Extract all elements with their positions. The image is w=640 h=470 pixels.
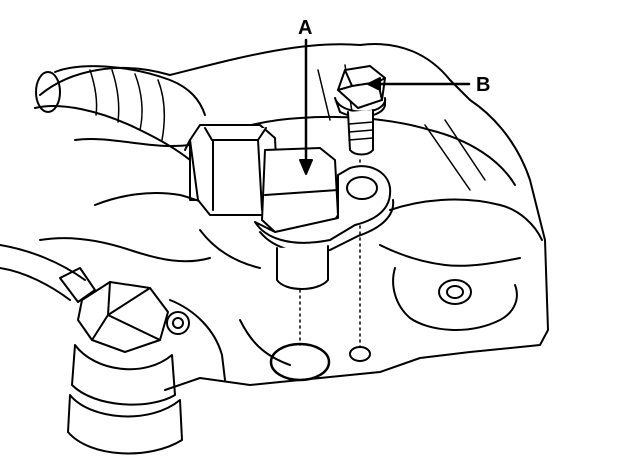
block-outline	[39, 43, 549, 391]
hose-ridge-1	[89, 69, 98, 116]
block-rib-5	[379, 244, 521, 267]
flange-bolt-hole	[346, 176, 378, 200]
block-hatch-2	[444, 119, 486, 181]
bolt-thread-hole	[349, 346, 371, 362]
sensor-bore-hole	[269, 342, 331, 382]
bolt-shank	[347, 109, 374, 156]
flange-thickness	[259, 199, 395, 253]
block-hatch-3	[317, 69, 331, 121]
boss-right-inner	[446, 285, 464, 299]
hose-end	[35, 71, 61, 113]
fuel-line	[0, 244, 96, 303]
hose-bottom	[34, 105, 191, 161]
block-rib-2	[39, 237, 211, 263]
boss-left-inner	[172, 317, 184, 329]
sensor-flange	[254, 165, 392, 244]
block-rib-3	[389, 198, 543, 241]
hex-nut-base	[67, 394, 183, 455]
hex-nut-collar	[71, 344, 176, 406]
callout-b-label: B	[476, 74, 490, 96]
hex-nut-edge-3	[107, 287, 151, 316]
boss-right-outer	[438, 279, 472, 305]
sensor-probe	[276, 245, 329, 290]
hose-ridge-2	[111, 69, 120, 123]
coolant-hose	[34, 65, 206, 161]
block-boss-outline	[392, 267, 518, 331]
fuel-line-bottom	[0, 267, 71, 301]
callout-b: B	[367, 74, 490, 96]
connector-rib-2	[257, 139, 263, 211]
block-lower-curve	[169, 299, 226, 381]
block-upper-edge	[74, 115, 516, 186]
fuel-line-top	[0, 244, 86, 281]
hose-ridge-3	[134, 73, 143, 131]
block-floor-edge	[239, 319, 291, 366]
block-hatch-1	[424, 124, 471, 191]
block-rib-4	[199, 229, 261, 269]
callout-a-label: A	[298, 17, 312, 39]
bolt-thread-2	[348, 129, 374, 133]
sensor-body-top	[264, 189, 339, 196]
bolt-thread-3	[348, 137, 374, 141]
boss-left-outer	[166, 311, 190, 335]
fuel-line-flare	[59, 267, 96, 303]
hose-ridge-4	[157, 79, 166, 141]
callout-b-arrowhead	[367, 77, 381, 91]
hose-top	[54, 65, 206, 116]
connector-side	[184, 139, 199, 201]
mounting-bolt	[334, 65, 387, 156]
block-bosses	[166, 279, 472, 335]
connector-latch	[204, 127, 267, 141]
hex-nut-edge-2	[107, 314, 161, 341]
camshaft-position-sensor	[184, 124, 395, 290]
callout-a: A	[298, 17, 313, 175]
hex-nut	[67, 281, 183, 455]
callout-a-arrowhead	[299, 159, 313, 175]
bolt-thread-1	[348, 121, 374, 125]
